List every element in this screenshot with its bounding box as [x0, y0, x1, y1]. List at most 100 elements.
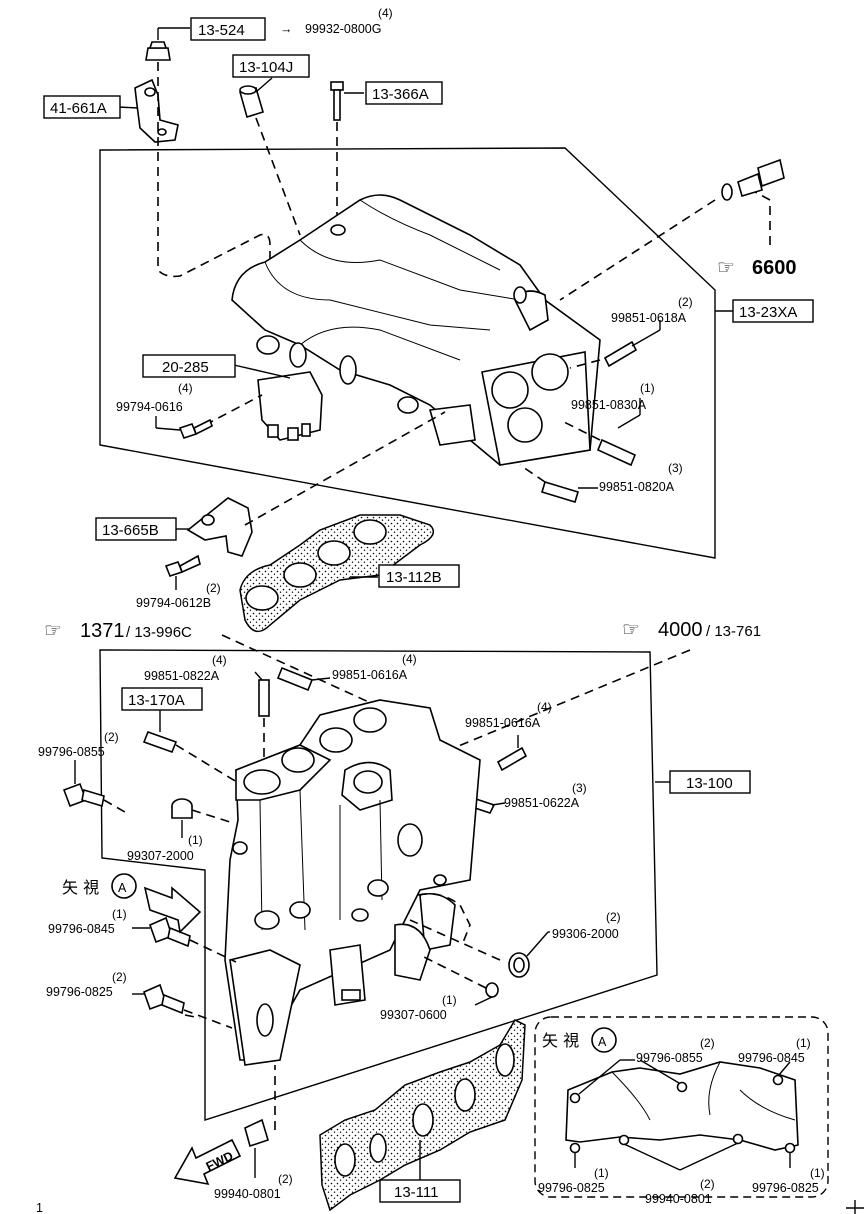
inset-label-99796-0845[interactable]: (1) 99796-0845: [738, 1036, 811, 1065]
svg-text:99796-0845: 99796-0845: [48, 922, 115, 936]
part-label-99851-0616a-mid[interactable]: (4) 99851-0616A: [465, 700, 552, 730]
svg-text:41-661A: 41-661A: [50, 100, 107, 117]
plug-part: [485, 982, 499, 998]
inset-label-99796-0855[interactable]: (2) 99796-0855: [636, 1036, 715, 1065]
view-a-inset-frame: [534, 1016, 829, 1198]
part-label-99796-0845[interactable]: (1) 99796-0845: [48, 907, 127, 936]
part-label-99794-0616[interactable]: (4) 99794-0616: [116, 381, 193, 414]
svg-text:(3): (3): [668, 461, 683, 475]
bracket-part: [134, 78, 179, 143]
ref-6600[interactable]: ☞ 6600: [717, 257, 797, 279]
svg-text:99796-0825: 99796-0825: [538, 1181, 605, 1195]
part-label-99307-0600[interactable]: (1) 99307-0600: [380, 993, 457, 1022]
svg-text:99851-0830A: 99851-0830A: [571, 398, 647, 412]
lower-assembly-frame: [99, 649, 658, 1121]
inset-view-label: 矢 視: [542, 1031, 579, 1050]
inset-label-99796-0825-right[interactable]: (1) 99796-0825: [752, 1166, 825, 1195]
part-label-99932-0800g[interactable]: (4) 99932-0800G: [305, 6, 393, 36]
svg-text:(1): (1): [796, 1036, 811, 1050]
svg-text:(1): (1): [112, 907, 127, 921]
svg-text:☞: ☞: [44, 620, 62, 642]
bolt-part: [62, 782, 105, 808]
sensor-part: [721, 158, 785, 201]
svg-text:99851-0622A: 99851-0622A: [504, 796, 580, 810]
stud-part: [496, 746, 528, 772]
svg-text:99796-0825: 99796-0825: [752, 1181, 819, 1195]
svg-text:(1): (1): [188, 833, 203, 847]
part-label-99851-0830a[interactable]: (1) 99851-0830A: [571, 381, 655, 412]
svg-text:(1): (1): [594, 1166, 609, 1180]
view-arrow-icon: [143, 886, 202, 934]
part-label-99306-2000[interactable]: (2) 99306-2000: [552, 910, 621, 941]
svg-text:99932-0800G: 99932-0800G: [305, 22, 381, 36]
callout-13-23xa[interactable]: 13-23XA: [732, 299, 814, 323]
svg-text:→: →: [280, 22, 293, 36]
stud-part: [142, 730, 178, 754]
part-label-99796-0825[interactable]: (2) 99796-0825: [46, 970, 127, 999]
svg-text:13-111: 13-111: [394, 1184, 438, 1201]
callout-13-112b[interactable]: 13-112B: [378, 564, 460, 588]
callout-13-524[interactable]: 13-524: [190, 17, 266, 41]
inset-view-circle-icon: [591, 1027, 617, 1053]
svg-text:99794-0612B: 99794-0612B: [136, 596, 211, 610]
inset-label-99796-0825[interactable]: (1) 99796-0825: [538, 1166, 609, 1195]
view-a-circle-icon: [111, 873, 137, 899]
callout-13-100[interactable]: 13-100: [669, 770, 751, 794]
callout-41-661a[interactable]: 41-661A: [43, 95, 121, 119]
svg-text:(2): (2): [700, 1177, 715, 1191]
svg-text:13-665B: 13-665B: [102, 522, 159, 539]
stud-part: [258, 679, 270, 717]
stud-part: [603, 340, 638, 368]
nut-part: [145, 41, 171, 61]
svg-text:/ 13-996C: / 13-996C: [126, 624, 192, 641]
bolt-part: [164, 554, 201, 577]
svg-text:20-285: 20-285: [162, 359, 209, 376]
part-label-99851-0822a[interactable]: (4) 99851-0822A: [144, 653, 227, 683]
svg-text:99851-0822A: 99851-0822A: [144, 669, 220, 683]
bolt-part: [148, 916, 191, 948]
ref-4000[interactable]: ☞ 4000 / 13-761: [622, 619, 761, 641]
svg-text:99851-0616A: 99851-0616A: [465, 716, 541, 730]
gasket-part: [239, 514, 435, 633]
callout-13-111[interactable]: 13-111: [379, 1179, 461, 1203]
callout-13-366a[interactable]: 13-366A: [365, 81, 443, 105]
stud-part: [276, 666, 314, 692]
callout-13-104j[interactable]: 13-104J: [232, 54, 310, 78]
svg-text:99307-0600: 99307-0600: [380, 1008, 447, 1022]
seal-part: [508, 952, 530, 978]
callout-13-170a[interactable]: 13-170A: [121, 687, 203, 711]
upper-assembly-frame: [99, 147, 716, 559]
svg-text:(2): (2): [206, 581, 221, 595]
part-label-99851-0616a-top[interactable]: (4) 99851-0616A: [332, 652, 417, 682]
part-label-99796-0855[interactable]: (2) 99796-0855: [38, 730, 119, 759]
callout-13-665b[interactable]: 13-665B: [95, 517, 177, 541]
svg-text:(1): (1): [442, 993, 457, 1007]
view-a-label: 矢 視: [62, 878, 99, 897]
svg-text:99796-0855: 99796-0855: [636, 1051, 703, 1065]
callout-20-285[interactable]: 20-285: [142, 354, 236, 378]
inset-label-99940-0801[interactable]: (2) 99940-0801: [645, 1177, 715, 1206]
part-label-99851-0618a[interactable]: (2) 99851-0618A: [611, 295, 693, 325]
solenoid-part: [257, 371, 323, 441]
bracket-part: [186, 497, 253, 557]
part-label-99940-0801[interactable]: (2) 99940-0801: [214, 1172, 293, 1201]
part-label-99851-0820a[interactable]: (3) 99851-0820A: [599, 461, 683, 494]
part-label-99851-0622a[interactable]: (3) 99851-0622A: [504, 781, 587, 810]
part-label-99794-0612b[interactable]: (2) 99794-0612B: [136, 581, 221, 610]
bolt-part: [142, 983, 185, 1015]
view-a-letter: A: [118, 881, 127, 895]
svg-text:(1): (1): [640, 381, 655, 395]
ref-1371[interactable]: ☞ 1371 / 13-996C: [44, 620, 192, 642]
svg-text:(4): (4): [537, 700, 552, 714]
hose-cap-part: [239, 85, 264, 119]
svg-text:(2): (2): [104, 730, 119, 744]
svg-text:6600: 6600: [752, 257, 797, 279]
svg-text:99307-2000: 99307-2000: [127, 849, 194, 863]
svg-text:99306-2000: 99306-2000: [552, 927, 619, 941]
svg-text:1371: 1371: [80, 620, 125, 642]
fwd-arrow-icon: [173, 1138, 242, 1186]
svg-text:/ 13-761: / 13-761: [706, 623, 761, 640]
part-label-99307-2000[interactable]: (1) 99307-2000: [127, 833, 203, 863]
svg-text:99794-0616: 99794-0616: [116, 400, 183, 414]
svg-text:99796-0825: 99796-0825: [46, 985, 113, 999]
